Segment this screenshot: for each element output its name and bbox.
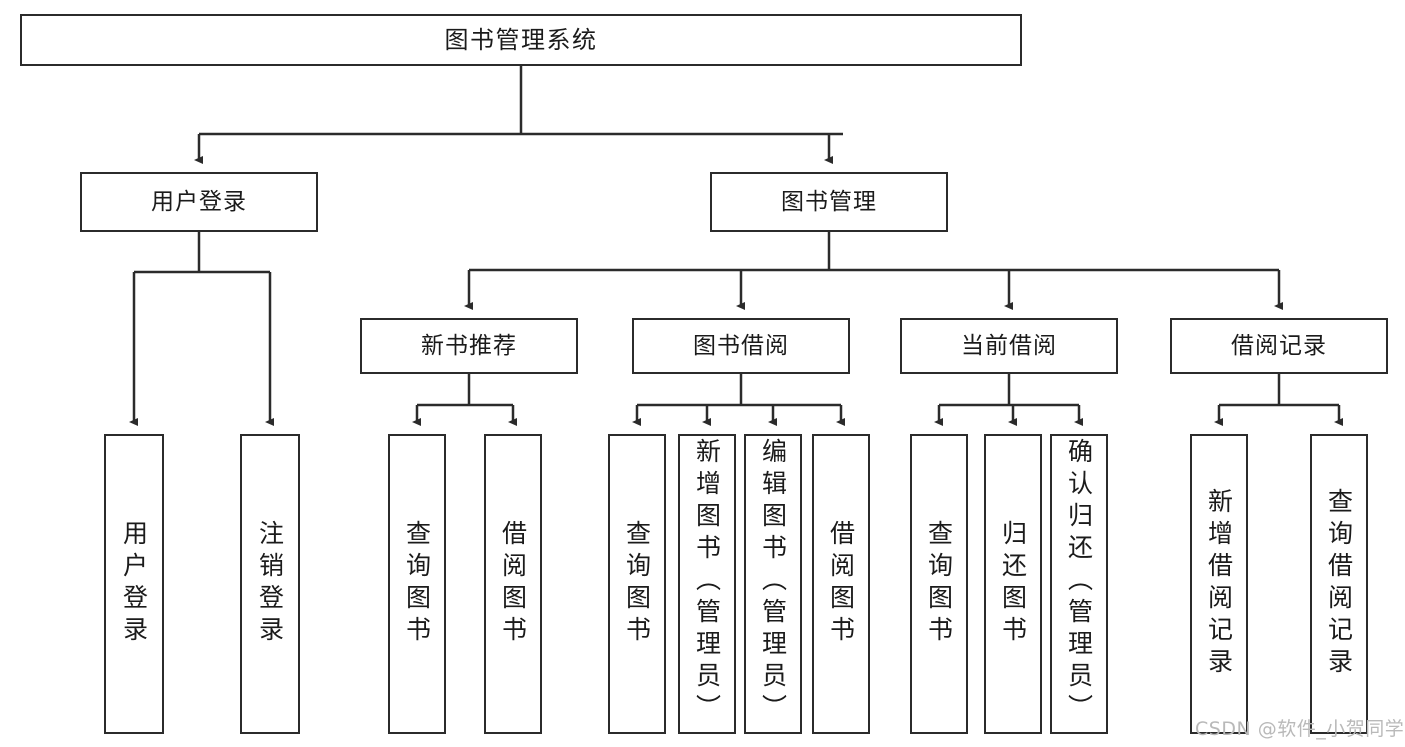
node-leaf-confirm-return[interactable]: 确认归还（管理员） bbox=[1050, 434, 1108, 734]
node-leaf-borrow-book-2[interactable]: 借阅图书 bbox=[812, 434, 870, 734]
node-leaf-user-login-label: 用户登录 bbox=[119, 520, 149, 648]
node-leaf-logout-label: 注销登录 bbox=[255, 520, 285, 648]
node-leaf-borrow-book-1-label: 借阅图书 bbox=[498, 520, 528, 648]
node-leaf-query-book-3-label: 查询图书 bbox=[924, 520, 954, 648]
node-borrow-record[interactable]: 借阅记录 bbox=[1170, 318, 1388, 374]
node-book-borrow[interactable]: 图书借阅 bbox=[632, 318, 850, 374]
node-book-manage-label: 图书管理 bbox=[781, 188, 877, 215]
node-leaf-logout[interactable]: 注销登录 bbox=[240, 434, 300, 734]
node-leaf-return-book[interactable]: 归还图书 bbox=[984, 434, 1042, 734]
node-leaf-add-borrow-record-label: 新增借阅记录 bbox=[1204, 488, 1234, 680]
watermark-text: CSDN @软件_小贺同学 bbox=[1195, 718, 1405, 740]
node-leaf-borrow-book-1[interactable]: 借阅图书 bbox=[484, 434, 542, 734]
node-new-book-recommend-label: 新书推荐 bbox=[421, 332, 517, 359]
node-user-login[interactable]: 用户登录 bbox=[80, 172, 318, 232]
node-leaf-user-login[interactable]: 用户登录 bbox=[104, 434, 164, 734]
node-leaf-query-book-1-label: 查询图书 bbox=[402, 520, 432, 648]
node-leaf-return-book-label: 归还图书 bbox=[998, 520, 1028, 648]
watermark: CSDN @软件_小贺同学 bbox=[1195, 714, 1404, 741]
node-leaf-query-borrow-record-label: 查询借阅记录 bbox=[1324, 488, 1354, 680]
node-new-book-recommend[interactable]: 新书推荐 bbox=[360, 318, 578, 374]
node-borrow-record-label: 借阅记录 bbox=[1231, 332, 1327, 359]
node-leaf-add-book-label: 新增图书（管理员） bbox=[692, 438, 722, 726]
node-leaf-borrow-book-2-label: 借阅图书 bbox=[826, 520, 856, 648]
node-leaf-edit-book[interactable]: 编辑图书（管理员） bbox=[744, 434, 802, 734]
node-book-borrow-label: 图书借阅 bbox=[693, 332, 789, 359]
node-leaf-query-book-2-label: 查询图书 bbox=[622, 520, 652, 648]
node-leaf-confirm-return-label: 确认归还（管理员） bbox=[1064, 438, 1094, 726]
node-user-login-label: 用户登录 bbox=[151, 188, 247, 215]
node-leaf-query-book-1[interactable]: 查询图书 bbox=[388, 434, 446, 734]
node-root[interactable]: 图书管理系统 bbox=[20, 14, 1022, 66]
node-leaf-query-book-3[interactable]: 查询图书 bbox=[910, 434, 968, 734]
node-leaf-query-borrow-record[interactable]: 查询借阅记录 bbox=[1310, 434, 1368, 734]
node-root-label: 图书管理系统 bbox=[444, 26, 598, 54]
node-current-borrow-label: 当前借阅 bbox=[961, 332, 1057, 359]
node-leaf-add-borrow-record[interactable]: 新增借阅记录 bbox=[1190, 434, 1248, 734]
node-leaf-add-book[interactable]: 新增图书（管理员） bbox=[678, 434, 736, 734]
node-book-manage[interactable]: 图书管理 bbox=[710, 172, 948, 232]
node-leaf-edit-book-label: 编辑图书（管理员） bbox=[758, 438, 788, 726]
node-leaf-query-book-2[interactable]: 查询图书 bbox=[608, 434, 666, 734]
node-current-borrow[interactable]: 当前借阅 bbox=[900, 318, 1118, 374]
